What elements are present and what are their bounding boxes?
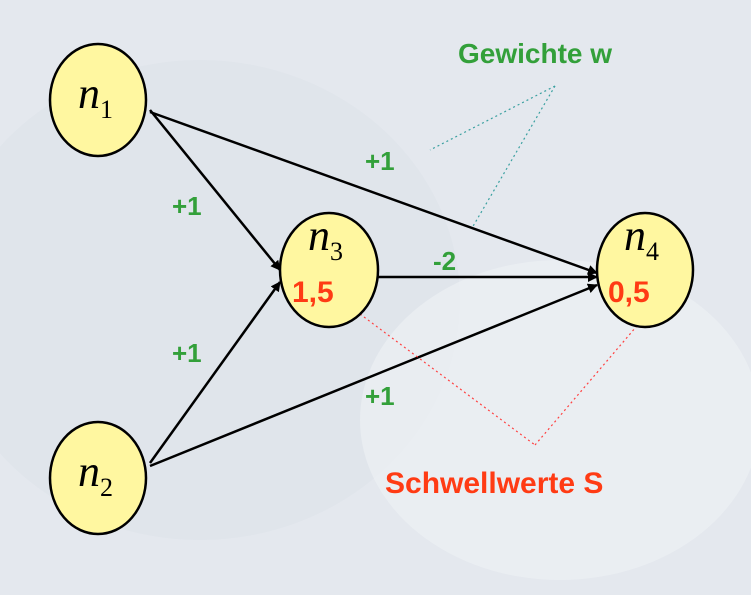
- background-shape: [0, 60, 460, 540]
- weight-label: +1: [172, 191, 202, 221]
- node-n4: n4 0,5: [595, 211, 695, 329]
- node-label: n1: [78, 69, 113, 124]
- edge-n2-n4: [149, 283, 598, 468]
- weight-label: +1: [172, 338, 202, 368]
- node-label: n4: [624, 211, 659, 266]
- node-n1: n1: [48, 42, 148, 158]
- thresholds-annotation: Schwellwerte S: [385, 467, 603, 500]
- threshold-value: 1,5: [292, 276, 334, 309]
- weight-label: +1: [365, 381, 395, 411]
- background-shape: [360, 260, 751, 580]
- edge-n2-n3: [148, 281, 282, 464]
- weights-annotation: Gewichte w: [458, 38, 612, 69]
- node-n2: n2: [48, 420, 148, 536]
- edge-n1-n3: [149, 109, 281, 271]
- node-label: n2: [78, 447, 113, 502]
- node-label: n3: [308, 211, 343, 266]
- thresholds-pointer-line: [351, 307, 536, 446]
- weights-pointer-line: [429, 85, 556, 151]
- weight-label: -2: [433, 246, 456, 276]
- edge-n1-n4: [149, 110, 598, 275]
- node-n3: n3 1,5: [278, 211, 380, 329]
- weight-label: +1: [365, 146, 395, 176]
- threshold-value: 0,5: [608, 276, 650, 309]
